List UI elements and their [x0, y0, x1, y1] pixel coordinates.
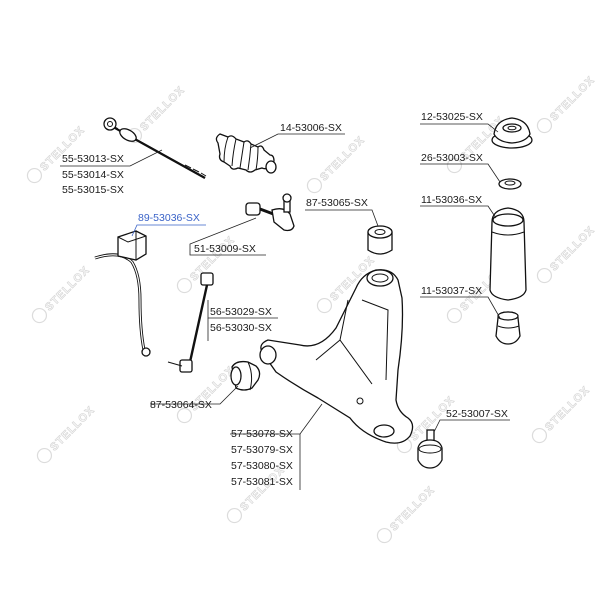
- tie-rod-end-drawing: [245, 193, 295, 232]
- part-number-label: 87-53064-SX: [150, 399, 212, 411]
- watermark-text: STELLOX: [543, 384, 592, 433]
- bearing-drawing: [498, 178, 522, 190]
- watermark-logo-icon: [531, 427, 548, 444]
- watermark: STELLOX: [36, 404, 98, 464]
- part-number-label: 52-53007-SX: [446, 408, 508, 420]
- watermark: STELLOX: [306, 134, 368, 194]
- watermark: STELLOX: [536, 224, 598, 284]
- watermark: STELLOX: [376, 484, 438, 544]
- watermark-text: STELLOX: [388, 484, 437, 533]
- bump-stop-drawing: [495, 311, 521, 345]
- watermark-logo-icon: [316, 297, 333, 314]
- part-number-label: 87-53065-SX: [306, 197, 368, 209]
- watermark-logo-icon: [176, 277, 193, 294]
- watermark-logo-icon: [446, 157, 463, 174]
- watermark-logo-icon: [536, 267, 553, 284]
- part-number-label: 57-53081-SX: [231, 476, 293, 488]
- watermark-logo-icon: [226, 507, 243, 524]
- part-number-label: 26-53003-SX: [421, 152, 483, 164]
- watermark: STELLOX: [531, 384, 593, 444]
- ball-joint-drawing: [417, 429, 443, 469]
- watermark: STELLOX: [536, 74, 598, 134]
- watermark-text: STELLOX: [318, 134, 367, 183]
- stabilizer-bushing-drawing: [117, 230, 147, 261]
- part-number-label: 56-53030-SX: [210, 322, 272, 334]
- watermark-text: STELLOX: [548, 74, 597, 123]
- watermark-logo-icon: [446, 307, 463, 324]
- strut-mount-drawing: [491, 117, 533, 149]
- watermark-logo-icon: [176, 407, 193, 424]
- part-number-label: 57-53078-SX: [231, 428, 293, 440]
- leader-lines: [60, 123, 510, 490]
- watermark-logo-icon: [31, 307, 48, 324]
- part-number-label: 56-53029-SX: [210, 306, 272, 318]
- dust-boot-drawing: [489, 207, 527, 301]
- watermark-text: STELLOX: [548, 224, 597, 273]
- watermark-logo-icon: [536, 117, 553, 134]
- stabilizer-bar-drawing: [94, 253, 151, 357]
- arm-bushing-rear-drawing: [230, 360, 261, 391]
- part-number-label: 55-53013-SX: [62, 153, 124, 165]
- watermark-logo-icon: [26, 167, 43, 184]
- part-number-label-highlighted: 89-53036-SX: [138, 212, 200, 224]
- watermark-text: STELLOX: [48, 404, 97, 453]
- part-number-label: 12-53025-SX: [421, 111, 483, 123]
- watermark-logo-icon: [376, 527, 393, 544]
- part-number-label: 51-53009-SX: [194, 243, 256, 255]
- watermark-text: STELLOX: [138, 84, 187, 133]
- steering-boot-drawing: [215, 133, 277, 174]
- tie-rod-drawing: [103, 117, 207, 180]
- control-arm-drawing: [259, 269, 414, 444]
- watermark: STELLOX: [226, 464, 288, 524]
- part-number-label: 11-53037-SX: [421, 285, 482, 297]
- watermark: STELLOX: [31, 264, 93, 324]
- watermark-logo-icon: [306, 177, 323, 194]
- watermark-text: STELLOX: [43, 264, 92, 313]
- part-number-label: 11-53036-SX: [421, 194, 482, 206]
- part-number-label: 57-53080-SX: [231, 460, 293, 472]
- part-number-label: 14-53006-SX: [280, 122, 342, 134]
- stabilizer-link-drawing: [167, 272, 214, 373]
- watermark-logo-icon: [36, 447, 53, 464]
- arm-bushing-front-drawing: [367, 225, 393, 255]
- part-number-label: 57-53079-SX: [231, 444, 293, 456]
- part-number-label: 55-53014-SX: [62, 169, 124, 181]
- part-number-label: 55-53015-SX: [62, 184, 124, 196]
- part-labels: 55-53013-SX 55-53014-SX 55-53015-SX 14-5…: [62, 111, 508, 488]
